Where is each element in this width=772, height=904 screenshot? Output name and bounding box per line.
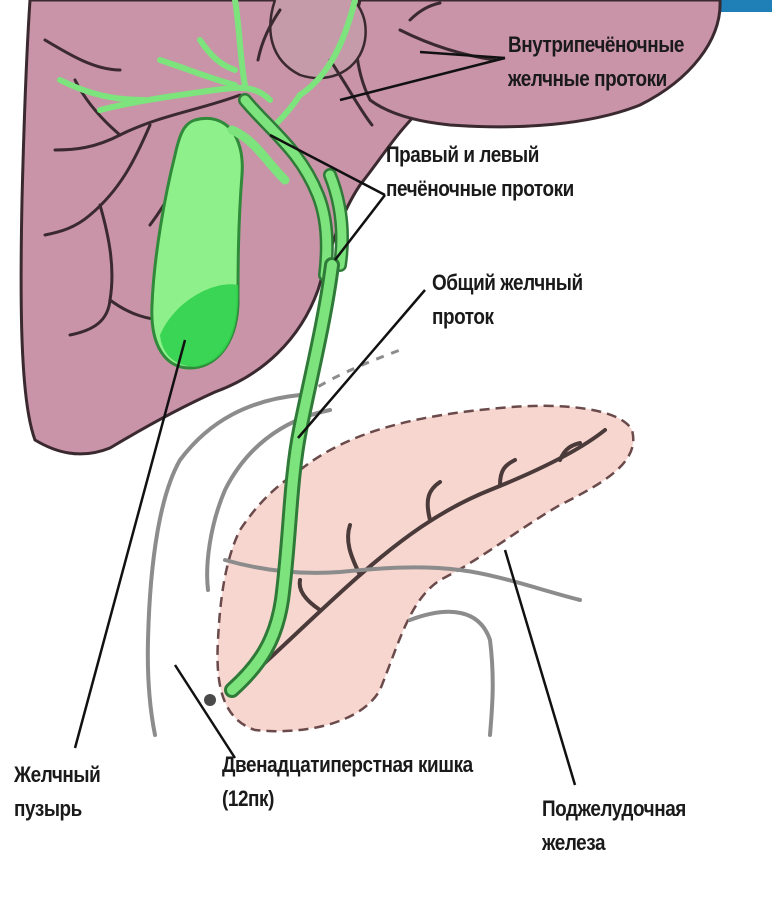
label-duodenum-line2: (12пк) <box>222 782 473 816</box>
label-gallbladder-line2: пузырь <box>14 792 100 826</box>
label-pancreas-line2: железа <box>542 826 686 860</box>
label-hepatic-line2: печёночные протоки <box>386 172 574 206</box>
label-common-duct-line2: проток <box>432 300 583 334</box>
label-intrahepatic-line1: Внутрипечёночные <box>508 28 684 62</box>
label-hepatic-ducts: Правый и левый печёночные протоки <box>386 138 574 206</box>
label-duodenum-line1: Двенадцатиперстная кишка <box>222 748 473 782</box>
label-common-duct-line1: Общий желчный <box>432 266 583 300</box>
label-gallbladder-line1: Желчный <box>14 758 100 792</box>
label-hepatic-line1: Правый и левый <box>386 138 574 172</box>
label-intrahepatic-ducts: Внутрипечёночные желчные протоки <box>508 28 684 96</box>
label-common-bile-duct: Общий желчный проток <box>432 266 583 334</box>
label-intrahepatic-line2: желчные протоки <box>508 62 684 96</box>
label-pancreas-line1: Поджелудочная <box>542 792 686 826</box>
label-pancreas: Поджелудочная железа <box>542 792 686 860</box>
label-duodenum: Двенадцатиперстная кишка (12пк) <box>222 748 473 816</box>
label-gallbladder: Желчный пузырь <box>14 758 100 826</box>
ampulla <box>204 694 216 706</box>
leader-pancreas <box>505 550 575 785</box>
